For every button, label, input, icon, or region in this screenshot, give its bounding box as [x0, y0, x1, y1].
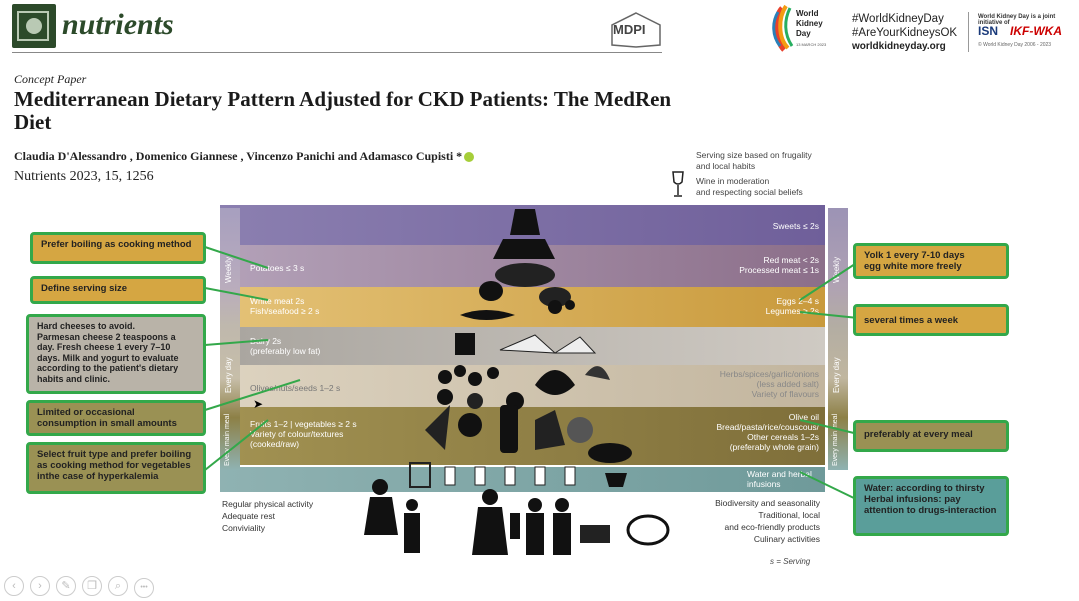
header-separator — [968, 12, 969, 52]
ikf-wka-logo: IKF-WKA — [1010, 24, 1062, 38]
food-pyramid: Sweets ≤ 2s Potatoes ≤ 3 s Red meat < 2s… — [220, 205, 825, 492]
next-icon[interactable]: › — [30, 576, 50, 596]
sustain-3: and eco-friendly products — [724, 522, 820, 532]
fish-label: White meat 2s Fish/seafood ≥ 2 s — [250, 296, 320, 316]
note-4: and respecting social beliefs — [696, 187, 803, 197]
mouse-cursor-icon: ➤ — [253, 397, 264, 411]
wkd-logo-word-3: Day — [796, 29, 811, 38]
sustain-1: Biodiversity and seasonality — [715, 498, 820, 508]
copyright-text: © World Kidney Day 2006 - 2023 — [978, 42, 1052, 48]
right-weekly-label: Weekly — [832, 256, 841, 283]
wkd-logo-word-1: World — [796, 9, 819, 18]
right-everyday-label: Every day — [832, 357, 841, 393]
mdpi-logo-icon — [611, 12, 661, 48]
note-3: Wine in moderation — [696, 176, 770, 186]
paper-citation: Nutrients 2023, 15, 1256 — [14, 169, 154, 184]
paper-type: Concept Paper — [14, 72, 87, 86]
website-link[interactable]: worldkidneyday.org — [852, 41, 946, 52]
people-silhouettes — [364, 479, 670, 555]
eggs-label: Eggs 2–4 s Legumes ≥ 2s — [765, 296, 819, 316]
sustainability-notes: Biodiversity and seasonality Traditional… — [700, 497, 820, 545]
herbs-label: Herbs/spices/garlic/onions (less added s… — [719, 369, 819, 399]
header-divider — [12, 52, 662, 53]
serving-key: s = Serving — [770, 557, 811, 566]
authors-text: Claudia D'Alessandro , Domenico Giannese… — [14, 149, 463, 163]
isn-logo: ISN — [978, 24, 999, 38]
lifestyle-notes: Regular physical activity Adequate rest … — [222, 498, 313, 534]
journal-logo-icon — [12, 4, 56, 48]
publisher-name: MDPI — [613, 22, 646, 37]
sustain-2: Traditional, local — [758, 510, 820, 520]
band-water — [220, 467, 825, 492]
hashtag-1: #WorldKidneyDay — [852, 13, 944, 25]
callout-several: several times a week — [853, 304, 1009, 336]
callout-every-meal: preferably at every meal — [853, 420, 1009, 452]
paper-title: Mediterranean Dietary Pattern Adjusted f… — [14, 87, 672, 134]
lifestyle-3: Conviviality — [222, 523, 265, 533]
sustain-4: Culinary activities — [753, 534, 820, 544]
callout-limited: Limited or occasional consumption in sma… — [26, 400, 206, 436]
left-mainmeal-label: Every main meal — [224, 413, 231, 466]
viewer-toolbar: ‹ › ✎ ❐ ⌕ ••• — [4, 576, 160, 598]
lifestyle-1: Regular physical activity — [222, 499, 314, 509]
band-fruits — [220, 407, 825, 465]
band-fish — [220, 287, 825, 327]
world-kidney-day-logo-icon: World Kidney Day 13 MARCH 2023 — [772, 4, 827, 52]
callout-water: Water: according to thirsty Herbal infus… — [853, 476, 1009, 536]
right-frequency-bar: Weekly Every day Every main meal — [828, 208, 848, 470]
wine-glass-icon — [672, 171, 684, 197]
callout-yolk: Yolk 1 every 7-10 days egg white more fr… — [853, 243, 1009, 279]
note-2: and local habits — [696, 161, 756, 171]
hashtag-block: #WorldKidneyDay #AreYourKidneysOK worldk… — [852, 12, 957, 54]
joint-initiative-text: World Kidney Day is a joint initiative o… — [978, 14, 1056, 26]
oliveoil-label: Olive oil Bread/pasta/rice/couscous/ Oth… — [716, 412, 819, 452]
callout-cheese: Hard cheeses to avoid. Parmesan cheese 2… — [26, 314, 206, 394]
orcid-icon — [464, 152, 475, 163]
hashtag-2: #AreYourKidneysOK — [852, 27, 958, 39]
dairy-label: Dairy 2s (preferably low fat) — [250, 336, 321, 356]
copy-icon[interactable]: ❐ — [82, 576, 102, 596]
pen-icon[interactable]: ✎ — [56, 576, 76, 596]
paper-authors: Claudia D'Alessandro , Domenico Giannese… — [14, 149, 476, 164]
zoom-icon[interactable]: ⌕ — [108, 576, 128, 596]
water-label: Water and herbal infusions — [747, 469, 812, 489]
journal-name: nutrients — [62, 8, 174, 41]
right-mainmeal-label: Every main meal — [832, 413, 839, 466]
fruits-label: Fruits 1–2 | vegetables ≥ 2 s Variety of… — [250, 419, 357, 449]
sweets-label: Sweets ≤ 2s — [772, 221, 819, 231]
note-1: Serving size based on frugality — [696, 150, 812, 160]
left-weekly-label: Weekly — [224, 256, 233, 283]
pyramid-top-notes: Serving size based on frugality and loca… — [696, 150, 812, 198]
callout-boiling: Prefer boiling as cooking method — [30, 232, 206, 264]
prev-icon[interactable]: ‹ — [4, 576, 24, 596]
callout-serving-size: Define serving size — [30, 276, 206, 304]
left-frequency-bar: Weekly Every day Every main meal — [220, 208, 240, 470]
lifestyle-2: Adequate rest — [222, 511, 275, 521]
olives-label: Olives/nuts/seeds 1–2 s — [250, 383, 341, 393]
pyramid-food-silhouettes — [409, 209, 632, 488]
potatoes-label: Potatoes ≤ 3 s — [250, 263, 305, 273]
wkd-logo-date: 13 MARCH 2023 — [796, 42, 827, 47]
left-everyday-label: Every day — [224, 357, 233, 393]
wkd-logo-word-2: Kidney — [796, 19, 823, 28]
red-meat-label: Red meat < 2s Processed meat ≤ 1s — [739, 255, 819, 275]
callout-fruit: Select fruit type and prefer boiling as … — [26, 442, 206, 494]
more-icon[interactable]: ••• — [134, 578, 154, 598]
